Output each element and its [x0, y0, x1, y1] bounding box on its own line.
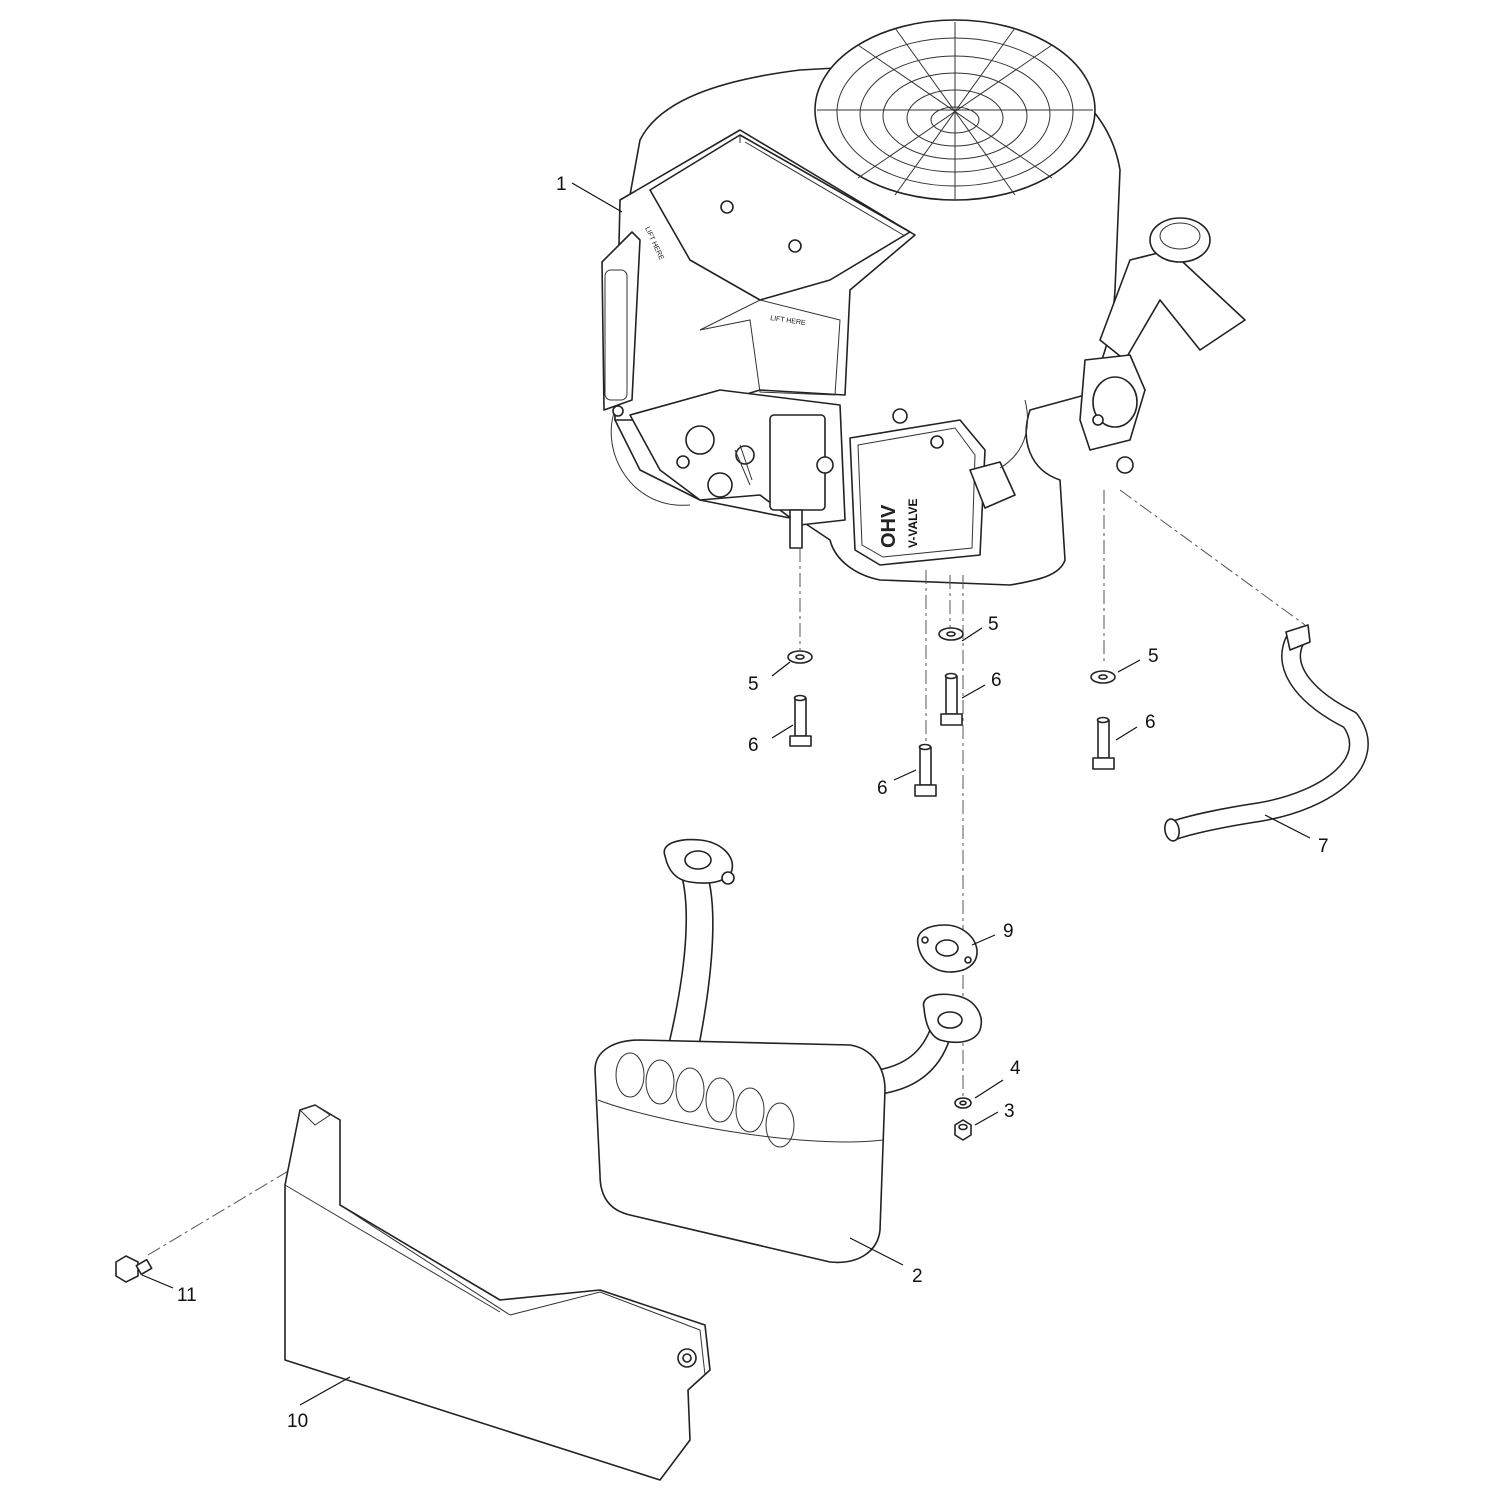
breather-hose: [1164, 624, 1369, 842]
callout-6: 6: [991, 670, 1002, 691]
valve-cover-vvalve-emboss: V-VALVE: [906, 498, 920, 548]
fan-grill: [814, 19, 1096, 201]
callout-7: 7: [1318, 836, 1329, 857]
callout-5: 5: [988, 614, 999, 635]
callout-10: 10: [287, 1411, 308, 1432]
callout-labels: 1 2 3 4 5 5 5 6 6 6 6 7 9 10 11: [177, 174, 1329, 1432]
hex-nut: [954, 1119, 972, 1141]
engine-side-bracket: [601, 231, 641, 411]
cover-screw: [788, 239, 802, 253]
lift-here-decal-side: LIFT HERE: [770, 315, 807, 327]
callout-6: 6: [1145, 712, 1156, 733]
cover-screw: [720, 200, 734, 214]
callout-1: 1: [556, 174, 567, 195]
bolt: [914, 743, 937, 797]
valve-cover-ohv-emboss: OHV: [878, 504, 900, 548]
flat-washers: [787, 627, 1116, 684]
bolt: [1092, 716, 1115, 770]
callout-6: 6: [877, 778, 888, 799]
callout-11: 11: [177, 1285, 197, 1306]
callout-6: 6: [748, 735, 759, 756]
hex-bolts: [789, 672, 1115, 797]
engine-assembly: LIFT HERE LIFT HERE: [601, 19, 1246, 586]
exhaust-gasket: [916, 924, 978, 973]
lock-washer: [954, 1097, 972, 1109]
heat-shield: [284, 1104, 711, 1481]
callout-4: 4: [1010, 1058, 1021, 1079]
valve-cover: [849, 419, 986, 566]
bolt: [940, 672, 963, 726]
shield-bolt: [115, 1255, 153, 1283]
spark-plug-boot: [969, 461, 1016, 509]
linkage-rod: [789, 509, 803, 549]
callout-5: 5: [748, 674, 759, 695]
muffler-body: [594, 1039, 886, 1264]
callout-3: 3: [1004, 1101, 1015, 1122]
callout-2: 2: [912, 1266, 923, 1287]
callout-5: 5: [1148, 646, 1159, 667]
oil-fill-tube: [1099, 249, 1246, 361]
bolt: [789, 694, 812, 747]
callout-leaders: [141, 182, 1311, 1406]
callout-9: 9: [1003, 921, 1014, 942]
oil-fill-cap: [1149, 217, 1211, 263]
muffler-assembly: [594, 838, 982, 1264]
